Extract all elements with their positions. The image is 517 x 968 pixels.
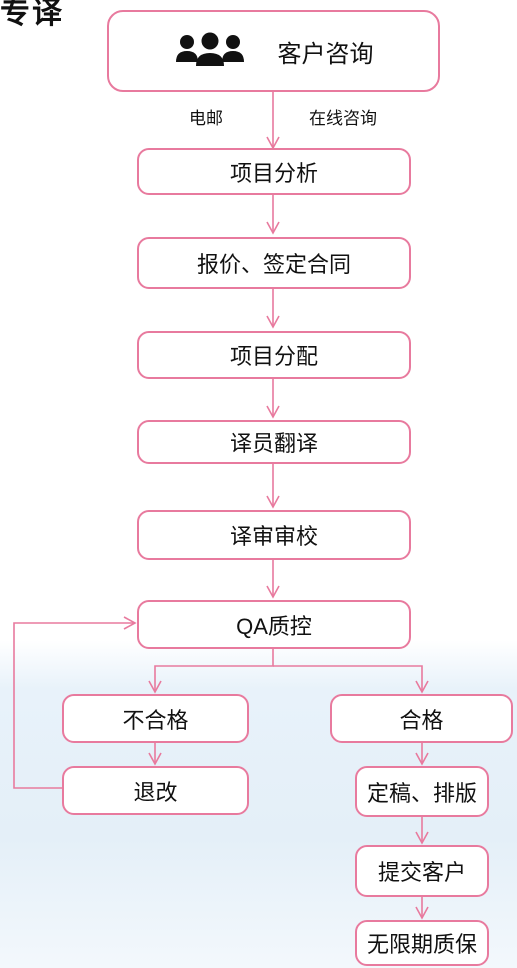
- channel-label-online: 在线咨询: [309, 109, 377, 128]
- node-quote-contract: 报价、签定合同: [137, 237, 411, 289]
- node-fail-label: 不合格: [122, 707, 189, 733]
- node-client-consultation-label: 客户咨询: [277, 40, 374, 68]
- node-project-analysis-label: 项目分析: [229, 160, 318, 186]
- node-qa-control-label: QA质控: [236, 613, 312, 639]
- node-rework: 退改: [62, 766, 249, 815]
- people-group-icon: [175, 32, 244, 66]
- channel-label-email: 电邮: [189, 109, 223, 128]
- node-pass: 合格: [330, 694, 513, 743]
- node-translation: 译员翻译: [137, 420, 411, 464]
- node-finalize-typeset: 定稿、排版: [355, 766, 489, 817]
- node-translation-label: 译员翻译: [229, 431, 318, 456]
- node-client-consultation: 客户咨询: [107, 10, 440, 92]
- node-rework-label: 退改: [133, 779, 178, 805]
- node-project-assignment-label: 项目分配: [229, 344, 318, 369]
- node-project-assignment: 项目分配: [137, 331, 411, 379]
- node-lifetime-warranty-label: 无限期质保: [366, 932, 477, 957]
- node-lifetime-warranty: 无限期质保: [355, 920, 489, 966]
- node-qa-control: QA质控: [137, 600, 411, 649]
- node-review: 译审审校: [137, 510, 411, 560]
- node-review-label: 译审审校: [229, 524, 318, 549]
- page-title: 专译: [0, 0, 64, 31]
- node-fail: 不合格: [62, 694, 249, 743]
- node-submit-to-client: 提交客户: [355, 845, 489, 897]
- node-quote-contract-label: 报价、签定合同: [196, 252, 351, 277]
- node-finalize-typeset-label: 定稿、排版: [366, 780, 477, 806]
- node-submit-to-client-label: 提交客户: [377, 860, 466, 885]
- node-pass-label: 合格: [399, 707, 444, 733]
- node-project-analysis: 项目分析: [137, 148, 411, 195]
